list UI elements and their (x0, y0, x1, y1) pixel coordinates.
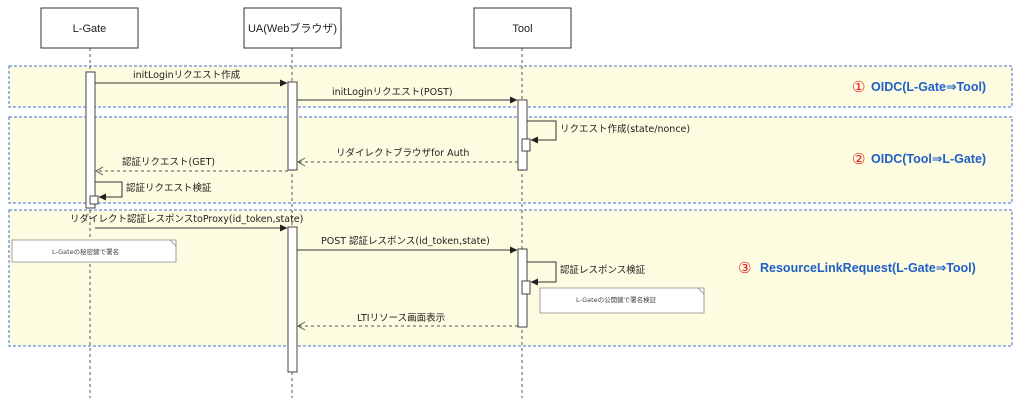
phase-box-2 (8, 116, 1013, 204)
activation-ua-1 (287, 81, 298, 171)
message-label-7: リダイレクト認証レスポンスtoProxy(id_token,state) (70, 213, 303, 225)
message-arrow-3 (527, 120, 557, 144)
note-1-fold (169, 239, 177, 247)
activation-tool-1-self (521, 138, 531, 152)
note-1 (11, 239, 177, 263)
participant-label-tool: Tool (512, 23, 532, 35)
phase-number-1: ① (852, 78, 865, 96)
activation-ua-2 (287, 226, 298, 373)
note-label-2: L-Gateの公開鍵で署名検証 (576, 295, 657, 304)
phase-number-3: ③ (738, 259, 751, 277)
activation-lgate (85, 71, 96, 209)
activation-tool-1 (517, 99, 528, 171)
message-arrow-6 (95, 181, 123, 201)
message-label-4: リダイレクトブラウザfor Auth (336, 147, 469, 159)
message-label-9: 認証レスポンス検証 (560, 264, 646, 276)
phase-title-2: OIDC(Tool⇒L-Gate) (871, 152, 986, 166)
message-label-10: LTIリソース画面表示 (357, 312, 445, 324)
phase-number-2: ② (852, 150, 865, 168)
message-label-2: initLoginリクエスト(POST) (332, 87, 453, 98)
message-label-5: 認証リクエスト(GET) (122, 156, 215, 168)
note-2-fold (697, 287, 705, 295)
phase-title-3: ResourceLinkRequest(L-Gate⇒Tool) (760, 261, 976, 275)
participant-box-ua (243, 7, 342, 49)
participant-box-tool (473, 7, 572, 49)
note-label-1: L-Gateの秘密鍵で署名 (52, 247, 119, 256)
participant-box-lgate (40, 7, 139, 49)
participant-label-ua: UA(Webブラウザ) (248, 21, 337, 35)
activation-lgate-self (89, 195, 99, 205)
participant-label-lgate: L-Gate (73, 23, 107, 35)
message-label-8: POST 認証レスポンス(id_token,state) (321, 235, 490, 247)
phase-title-1: OIDC(L-Gate⇒Tool) (871, 80, 986, 94)
note-2 (539, 287, 705, 314)
message-label-6: 認証リクエスト検証 (126, 182, 212, 194)
message-label-1: initLoginリクエスト作成 (133, 69, 241, 81)
phase-box-3 (8, 209, 1013, 347)
activation-tool-2-self (521, 280, 531, 295)
message-label-3: リクエスト作成(state/nonce) (560, 123, 690, 135)
message-arrow-9 (527, 261, 557, 286)
